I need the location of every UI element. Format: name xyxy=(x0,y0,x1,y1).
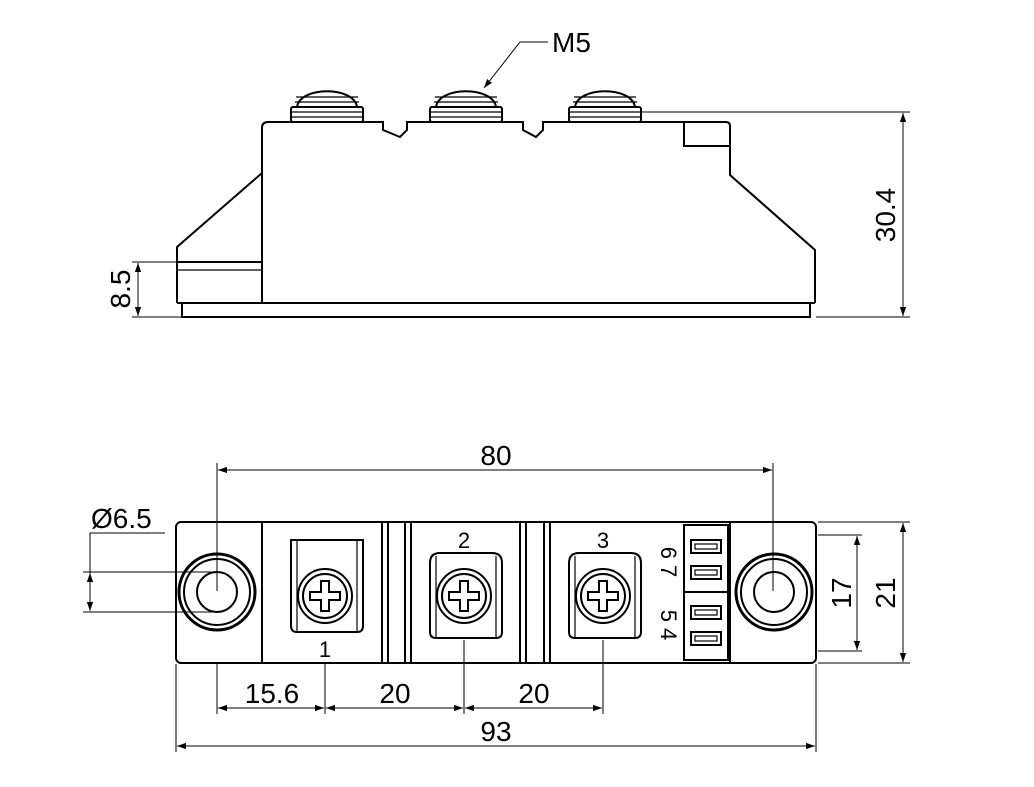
height-inner-dimension: 17 xyxy=(818,534,862,652)
terminal-1: 1 xyxy=(290,539,364,662)
mount-span-label: 80 xyxy=(480,440,511,471)
offset-label: 15.6 xyxy=(245,678,300,709)
thread-leader: M5 xyxy=(483,27,591,89)
hole-dia-dimension: Ø6.5 xyxy=(83,503,217,613)
pitch-1-label: 20 xyxy=(379,678,410,709)
body-notch xyxy=(683,122,730,147)
screw-head-1 xyxy=(290,90,364,123)
pitch-dimensions: 15.6 20 20 xyxy=(216,640,604,714)
base-dim-label: 8.5 xyxy=(105,270,136,309)
height-dim-label: 30.4 xyxy=(870,188,901,243)
mount-hole-right xyxy=(734,552,814,632)
hole-dia-label: Ø6.5 xyxy=(91,503,152,534)
base-plate xyxy=(181,303,811,318)
base-dimension: 8.5 xyxy=(105,261,181,318)
side-view: M5 30.4 8.5 xyxy=(105,27,910,318)
mount-span-dimension: 80 xyxy=(216,440,774,591)
height-outer-label: 21 xyxy=(870,577,901,608)
total-length-dimension: 93 xyxy=(175,664,817,752)
thread-label: M5 xyxy=(552,27,591,58)
height-inner-label: 17 xyxy=(826,577,857,608)
terminal-3-label: 3 xyxy=(597,528,609,553)
aux-pins: 6 7 5 4 xyxy=(656,524,729,661)
pitch-2-label: 20 xyxy=(518,678,549,709)
screw-head-3 xyxy=(568,90,642,123)
aux-pins-top-label: 6 7 xyxy=(656,547,681,578)
height-dimension: 30.4 xyxy=(641,111,910,318)
left-flange xyxy=(176,172,263,303)
terminal-2-label: 2 xyxy=(458,528,470,553)
screw-head-2 xyxy=(429,90,503,123)
main-body xyxy=(261,121,816,303)
top-view: 1 2 3 xyxy=(83,440,910,752)
height-outer-dimension: 21 xyxy=(818,521,910,664)
terminal-1-label: 1 xyxy=(319,637,331,662)
terminal-3: 3 xyxy=(568,528,642,639)
aux-pins-bottom-label: 5 4 xyxy=(656,610,681,641)
total-length-label: 93 xyxy=(480,716,511,747)
terminal-2: 2 xyxy=(429,528,503,639)
module-outline xyxy=(175,521,817,664)
